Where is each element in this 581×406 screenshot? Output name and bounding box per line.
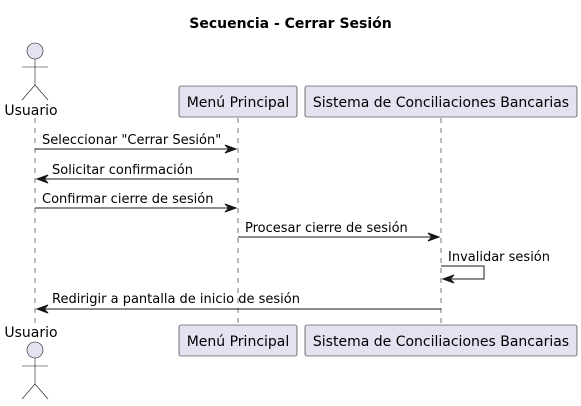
actor-usuario-bottom: Usuario <box>4 325 58 400</box>
participant-label-sistema: Sistema de Conciliaciones Bancarias <box>313 95 569 111</box>
participant-menu-principal-top: Menú Principal <box>178 85 298 118</box>
actor-label-usuario: Usuario <box>4 103 57 119</box>
arrowhead-icon <box>441 274 455 284</box>
arrowhead-icon <box>224 203 238 213</box>
actor-usuario-top: Usuario <box>4 42 58 119</box>
message-2: Solicitar confirmación <box>35 163 238 184</box>
diagram-title: Secuencia - Cerrar Sesión <box>189 16 392 32</box>
message-label: Confirmar cierre de sesión <box>42 192 213 207</box>
arrowhead-icon <box>35 174 49 184</box>
participant-sistema-top: Sistema de Conciliaciones Bancarias <box>304 85 578 118</box>
actor-label-usuario: Usuario <box>4 325 57 341</box>
participant-menu-principal-bottom: Menú Principal <box>178 324 298 357</box>
arrowhead-icon <box>427 232 441 242</box>
participant-label-menu: Menú Principal <box>187 95 290 111</box>
arrowhead-icon <box>35 304 49 314</box>
message-1: Seleccionar "Cerrar Sesión" <box>35 133 238 154</box>
message-label: Solicitar confirmación <box>52 163 193 178</box>
message-label: Redirigir a pantalla de inicio de sesión <box>52 292 300 307</box>
message-3: Confirmar cierre de sesión <box>35 192 238 213</box>
message-5: Invalidar sesión <box>441 250 550 284</box>
message-label: Procesar cierre de sesión <box>245 221 408 236</box>
participant-label-sistema: Sistema de Conciliaciones Bancarias <box>313 334 569 350</box>
participant-sistema-bottom: Sistema de Conciliaciones Bancarias <box>304 324 578 357</box>
arrowhead-icon <box>224 144 238 154</box>
participant-label-menu: Menú Principal <box>187 334 290 350</box>
message-label: Seleccionar "Cerrar Sesión" <box>42 133 221 148</box>
actor-head-icon <box>26 341 44 359</box>
actor-head-icon <box>26 42 44 60</box>
message-6: Redirigir a pantalla de inicio de sesión <box>35 292 441 314</box>
message-label: Invalidar sesión <box>448 250 550 265</box>
message-4: Procesar cierre de sesión <box>238 221 441 242</box>
